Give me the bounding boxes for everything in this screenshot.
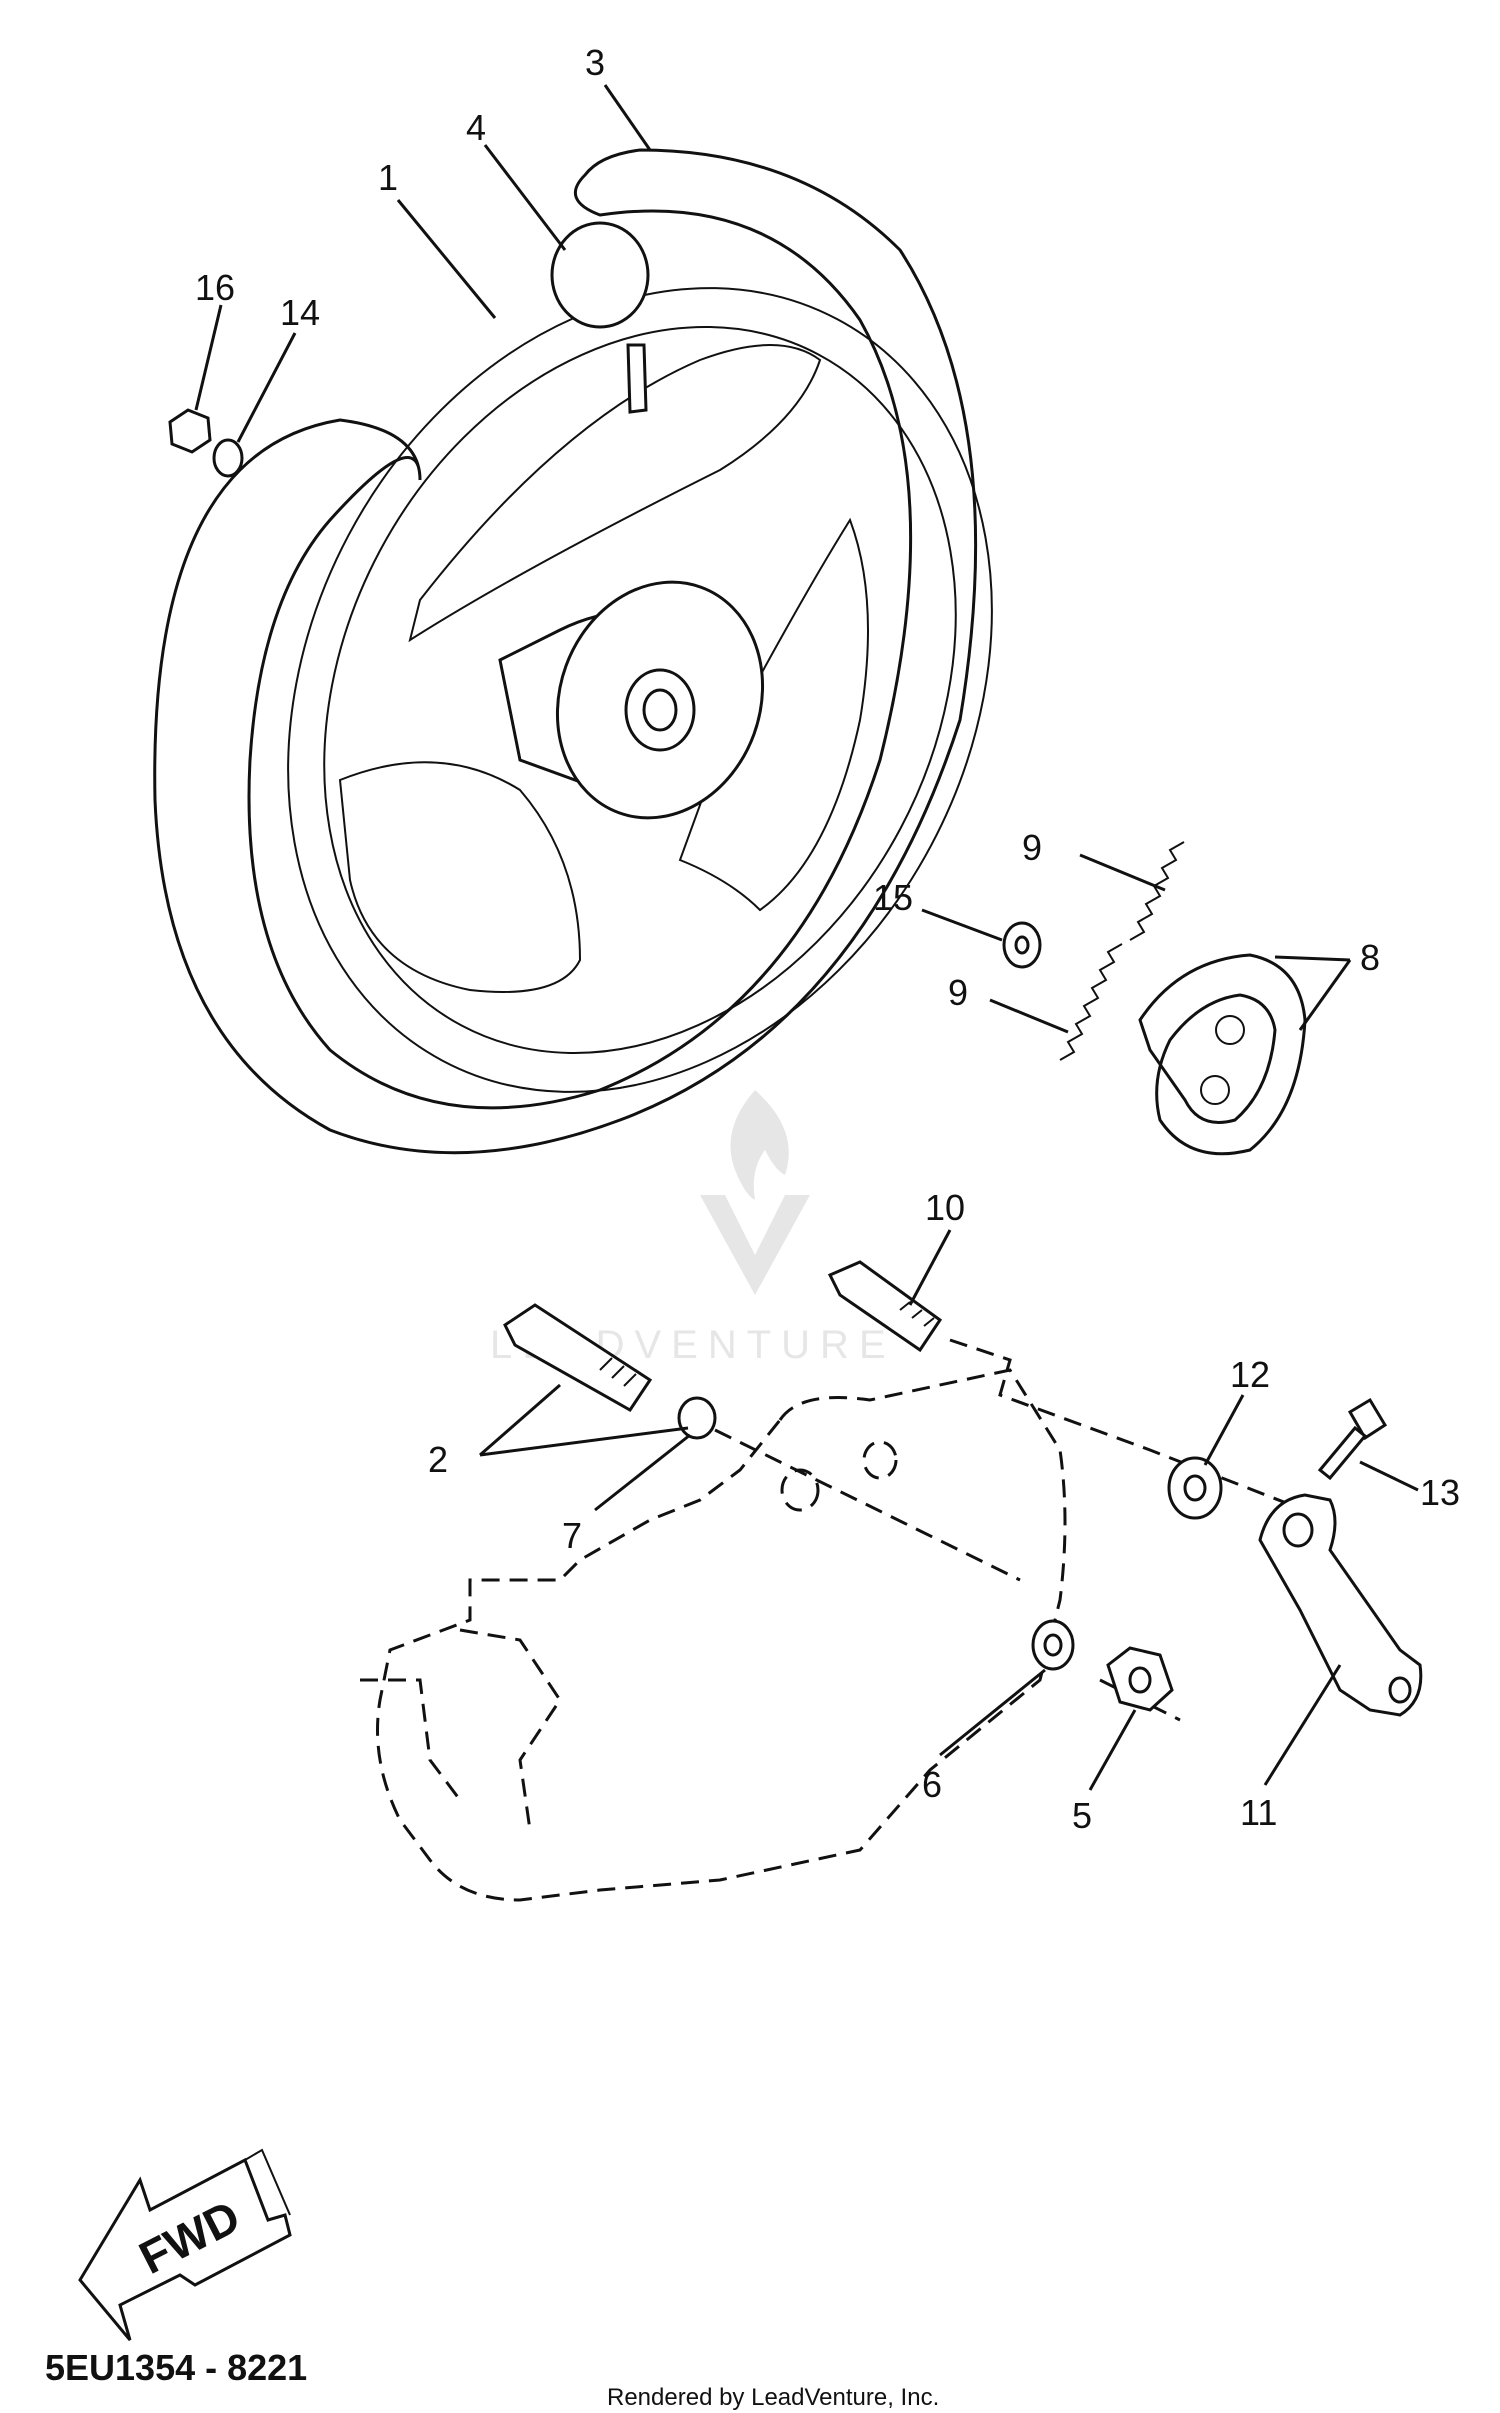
leader-lines (194, 84, 1419, 1791)
valve-cap (550, 221, 650, 329)
callout-15: 15 (873, 877, 913, 918)
callout-4: 4 (466, 107, 486, 148)
callout-9-lower: 9 (948, 972, 968, 1013)
spring-9-lower (1059, 943, 1123, 1061)
callout-12: 12 (1230, 1354, 1270, 1395)
bolt-13 (1317, 1397, 1388, 1481)
callout-7: 7 (562, 1515, 582, 1556)
nut-5 (1106, 1646, 1174, 1712)
callout-5: 5 (1072, 1795, 1092, 1836)
rim-outer (287, 287, 993, 1093)
callout-14: 14 (280, 292, 320, 333)
camshaft-10 (827, 1260, 943, 1353)
render-credit: Rendered by LeadVenture, Inc. (607, 2384, 939, 2411)
callout-11: 11 (1240, 1792, 1277, 1833)
spoke-opening (338, 761, 582, 993)
brake-shoe-8 (1138, 953, 1307, 1156)
tire (153, 148, 978, 1155)
callout-10: 10 (925, 1187, 965, 1228)
rear-wheel (153, 148, 993, 1155)
rim-inner (323, 326, 957, 1054)
callout-1: 1 (378, 157, 398, 198)
assembly-line (714, 1428, 1021, 1582)
axle-nut-16 (168, 408, 212, 454)
brake-arm-11 (1258, 1493, 1423, 1717)
assembly-line (949, 1338, 1331, 1522)
spoke-opening (408, 344, 822, 643)
fwd-arrow-icon (78, 2157, 292, 2341)
axle-2 (503, 1303, 653, 1412)
valve-stem (626, 343, 648, 414)
callout-9-upper: 9 (1022, 827, 1042, 868)
crankcase-outline (360, 1368, 1067, 1902)
diagram-code: 5EU1354 - 8221 (45, 2347, 307, 2388)
callout-labels: 1 2 3 4 5 6 7 8 9 9 10 11 12 13 14 15 16 (195, 42, 1460, 1836)
callout-3: 3 (585, 42, 605, 83)
hub-bearing-inner (642, 688, 678, 732)
fwd-arrow: FWD (78, 2148, 292, 2341)
callout-2: 2 (428, 1439, 448, 1480)
spring-9-upper (1129, 841, 1185, 941)
callout-6: 6 (922, 1764, 942, 1805)
callout-16: 16 (195, 267, 235, 308)
washer-14 (212, 438, 244, 478)
callout-8: 8 (1360, 937, 1380, 978)
o-ring-7 (677, 1396, 717, 1440)
callout-13: 13 (1420, 1472, 1460, 1513)
spoke-opening (678, 517, 869, 912)
